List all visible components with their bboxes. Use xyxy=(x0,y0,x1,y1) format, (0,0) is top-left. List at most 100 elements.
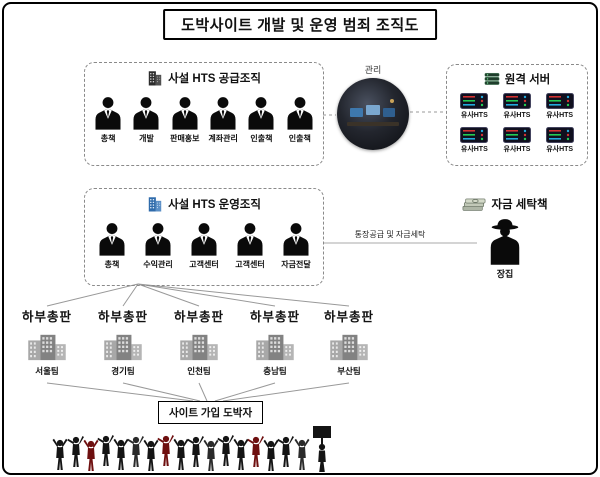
member: 총책 xyxy=(97,221,127,270)
server-label: 유사HTS xyxy=(546,112,574,119)
member-label: 판매홍보 xyxy=(170,134,200,143)
member-label: 인출책 xyxy=(250,134,273,143)
laundering-label: 자금 세탁책 xyxy=(491,199,548,211)
server-item: 유사HTS xyxy=(496,127,539,154)
page-title: 도박사이트 개발 및 운영 범죄 조직도 xyxy=(163,9,437,40)
person-silhouette-icon xyxy=(283,223,309,256)
server-item: 유사HTS xyxy=(496,93,539,120)
person-silhouette-icon xyxy=(237,223,263,256)
distributor-group: 하부총판 부산팀 xyxy=(307,306,391,377)
server-label: 유사HTS xyxy=(503,112,531,119)
member-label: 자금전달 xyxy=(281,260,311,269)
server-label: 유사HTS xyxy=(546,146,574,153)
building-gray-icon xyxy=(180,334,218,361)
monitor-glow xyxy=(366,105,380,115)
member-label: 수익관리 xyxy=(143,260,173,269)
member-label: 계좌관리 xyxy=(208,134,238,143)
distributor-label: 하부총판 xyxy=(97,310,148,324)
distributor-region: 인천팀 xyxy=(187,366,211,376)
member: 고객센터 xyxy=(235,221,265,270)
server-icon xyxy=(460,127,489,143)
person-silhouette-icon xyxy=(191,223,217,256)
building-dark-icon xyxy=(148,71,162,86)
member: 인출책 xyxy=(285,95,315,144)
person-silhouette-icon xyxy=(248,97,274,130)
connection-label: 통장공급 및 자금세탁 xyxy=(354,230,426,239)
management-label: 관리 xyxy=(364,65,382,75)
member-label: 총책 xyxy=(104,260,120,269)
building-gray-icon xyxy=(256,334,294,361)
distributor-label: 하부총판 xyxy=(173,310,224,324)
server-item: 유사HTS xyxy=(453,127,496,154)
server-grid: 유사HTS 유사HTS 유사HTS 유사HTS 유사HTS 유사HTS xyxy=(447,93,587,154)
desk-shape xyxy=(347,122,399,126)
member: 수익관리 xyxy=(143,221,173,270)
distributor-group: 하부총판 충남팀 xyxy=(233,306,317,377)
server-icon xyxy=(545,127,574,143)
management-photo xyxy=(337,78,409,150)
distributor-region: 충남팀 xyxy=(263,366,287,376)
server-icon xyxy=(502,93,531,109)
building-gray-icon xyxy=(28,334,66,361)
remote-server-group: 원격 서버 유사HTS 유사HTS 유사HTS 유사HTS 유사HTS xyxy=(446,64,588,166)
launderer: 장집 xyxy=(470,217,540,280)
distributor-label: 하부총판 xyxy=(323,310,374,324)
crowd-silhouette xyxy=(52,426,331,472)
server-icon xyxy=(502,127,531,143)
operating-members-row: 총책 수익관리 고객센터 고객센터 자금전달 xyxy=(85,221,323,270)
remote-server-header: 원격 서버 xyxy=(447,71,587,87)
distributor-label: 하부총판 xyxy=(249,310,300,324)
distributor-group: 하부총판 경기팀 xyxy=(81,306,165,377)
distributor-label: 하부총판 xyxy=(21,310,72,324)
member-label: 개발 xyxy=(139,134,154,143)
member: 자금전달 xyxy=(281,221,311,270)
building-blue-icon xyxy=(148,197,162,212)
operating-org-header: 사설 HTS 운영조직 xyxy=(85,195,323,212)
server-label: 유사HTS xyxy=(460,146,488,153)
server-item: 유사HTS xyxy=(538,127,581,154)
server-item: 유사HTS xyxy=(538,93,581,120)
distributor-region: 부산팀 xyxy=(337,366,361,376)
launderer-name: 장집 xyxy=(496,269,514,279)
distributor-group: 하부총판 서울팀 xyxy=(5,306,89,377)
member: 고객센터 xyxy=(189,221,219,270)
member-label: 인출책 xyxy=(288,134,311,143)
member-label: 총책 xyxy=(100,134,116,143)
person-silhouette-icon xyxy=(172,97,198,130)
person-silhouette-icon xyxy=(287,97,313,130)
distributor-group: 하부총판 인천팀 xyxy=(157,306,241,377)
supply-org-label: 사설 HTS 공급조직 xyxy=(168,72,261,85)
building-gray-icon xyxy=(104,334,142,361)
monitor-glow xyxy=(383,108,395,117)
monitor-glow xyxy=(350,108,363,117)
server-icon xyxy=(545,93,574,109)
supply-org-group: 사설 HTS 공급조직 총책 개발 판매홍보 계좌관리 인출책 xyxy=(84,62,324,166)
server-stack-icon xyxy=(484,72,500,85)
building-gray-icon xyxy=(330,334,368,361)
member-label: 고객센터 xyxy=(189,260,219,269)
member: 계좌관리 xyxy=(208,95,238,144)
member: 총책 xyxy=(93,95,123,144)
person-silhouette-icon xyxy=(145,223,171,256)
member: 인출책 xyxy=(246,95,276,144)
server-label: 유사HTS xyxy=(503,146,531,153)
lamp-glow xyxy=(390,99,394,103)
member-label: 고객센터 xyxy=(235,260,265,269)
person-silhouette-icon xyxy=(210,97,236,130)
server-item: 유사HTS xyxy=(453,93,496,120)
money-icon xyxy=(463,198,486,211)
supply-org-header: 사설 HTS 공급조직 xyxy=(85,69,323,86)
fedora-person-icon xyxy=(490,219,520,265)
laundering-header: 자금 세탁책 xyxy=(440,196,570,212)
operating-org-group: 사설 HTS 운영조직 총책 수익관리 고객센터 고객센터 자금전달 xyxy=(84,188,324,286)
server-label: 유사HTS xyxy=(460,112,488,119)
person-silhouette-icon xyxy=(99,223,125,256)
distributor-region: 서울팀 xyxy=(35,366,59,376)
person-silhouette-icon xyxy=(133,97,159,130)
supply-members-row: 총책 개발 판매홍보 계좌관리 인출책 인출책 xyxy=(85,95,323,144)
gamblers-label-box: 사이트 가입 도박자 xyxy=(158,401,264,424)
person-silhouette-icon xyxy=(95,97,121,130)
member: 개발 xyxy=(131,95,161,144)
distributor-region: 경기팀 xyxy=(111,366,135,376)
